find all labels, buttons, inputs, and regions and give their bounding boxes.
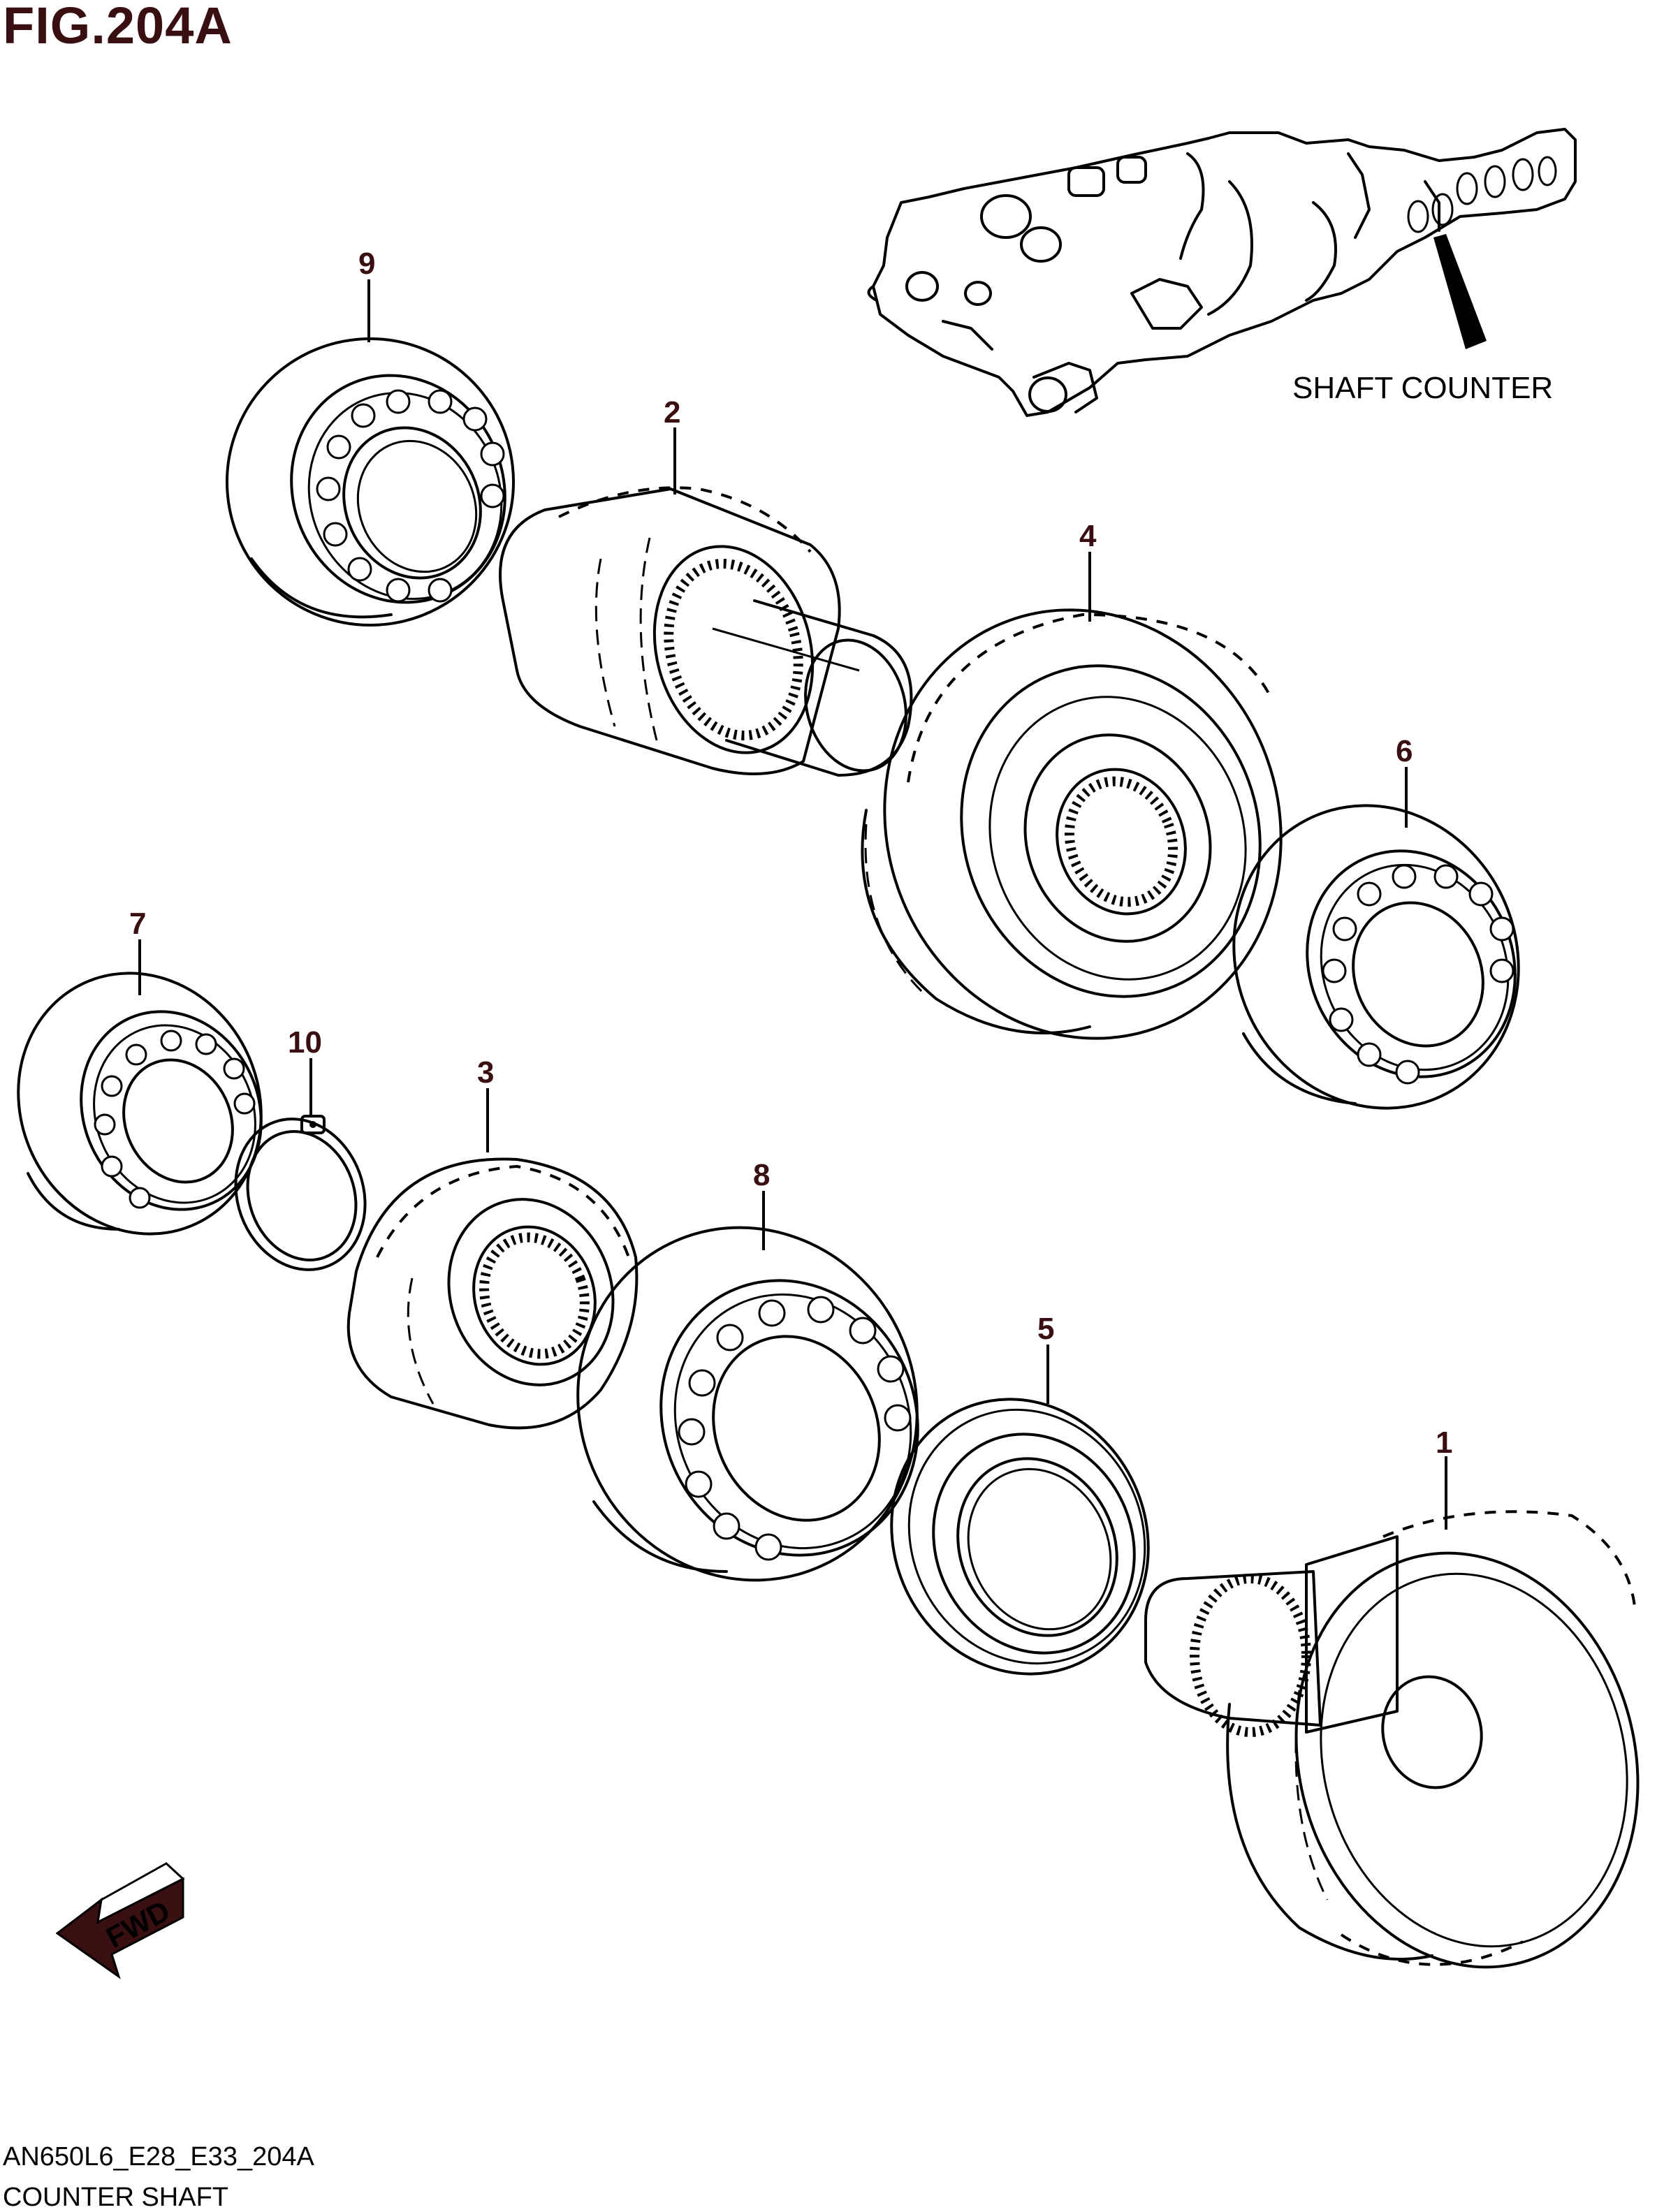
shaft-counter-locator-sketch: [867, 128, 1577, 417]
part-2-gear-shaft: [499, 486, 913, 777]
part-7-balls: [94, 1030, 256, 1209]
callout-8: 8: [753, 1158, 770, 1192]
part-9-bearing: [226, 337, 515, 627]
part-7-bearing: [17, 972, 263, 1236]
callout-7: 7: [129, 907, 146, 941]
part-8-balls: [678, 1296, 912, 1561]
callout-4: 4: [1079, 519, 1097, 553]
figure-title: FIG.204A: [3, 0, 233, 54]
part-1-shaft-gear: [1144, 1510, 1640, 1969]
callout-5: 5: [1037, 1312, 1054, 1346]
callout-10: 10: [288, 1025, 322, 1060]
part-3-gear: [346, 1157, 638, 1430]
part-6-balls: [1322, 864, 1515, 1085]
shaft-counter-label: SHAFT COUNTER: [1292, 371, 1553, 405]
part-4-large-gear: [861, 608, 1283, 1040]
callout-1: 1: [1436, 1426, 1452, 1460]
part-10-circlip: [234, 1115, 367, 1271]
part-6-bearing: [1232, 804, 1520, 1110]
callout-2: 2: [664, 395, 680, 430]
footer-section-name: COUNTER SHAFT: [3, 2183, 228, 2212]
part-9-balls: [316, 389, 505, 603]
fwd-arrow-icon: FWD: [55, 1862, 185, 1979]
part-5-oil-seal: [890, 1398, 1150, 1676]
footer-drawing-code: AN650L6_E28_E33_204A: [3, 2142, 314, 2171]
callout-6: 6: [1396, 734, 1413, 768]
callout-3: 3: [477, 1055, 494, 1090]
part-8-bearing: [576, 1226, 919, 1582]
callout-9: 9: [358, 247, 375, 281]
shaft-counter-pointer: [1433, 234, 1487, 349]
